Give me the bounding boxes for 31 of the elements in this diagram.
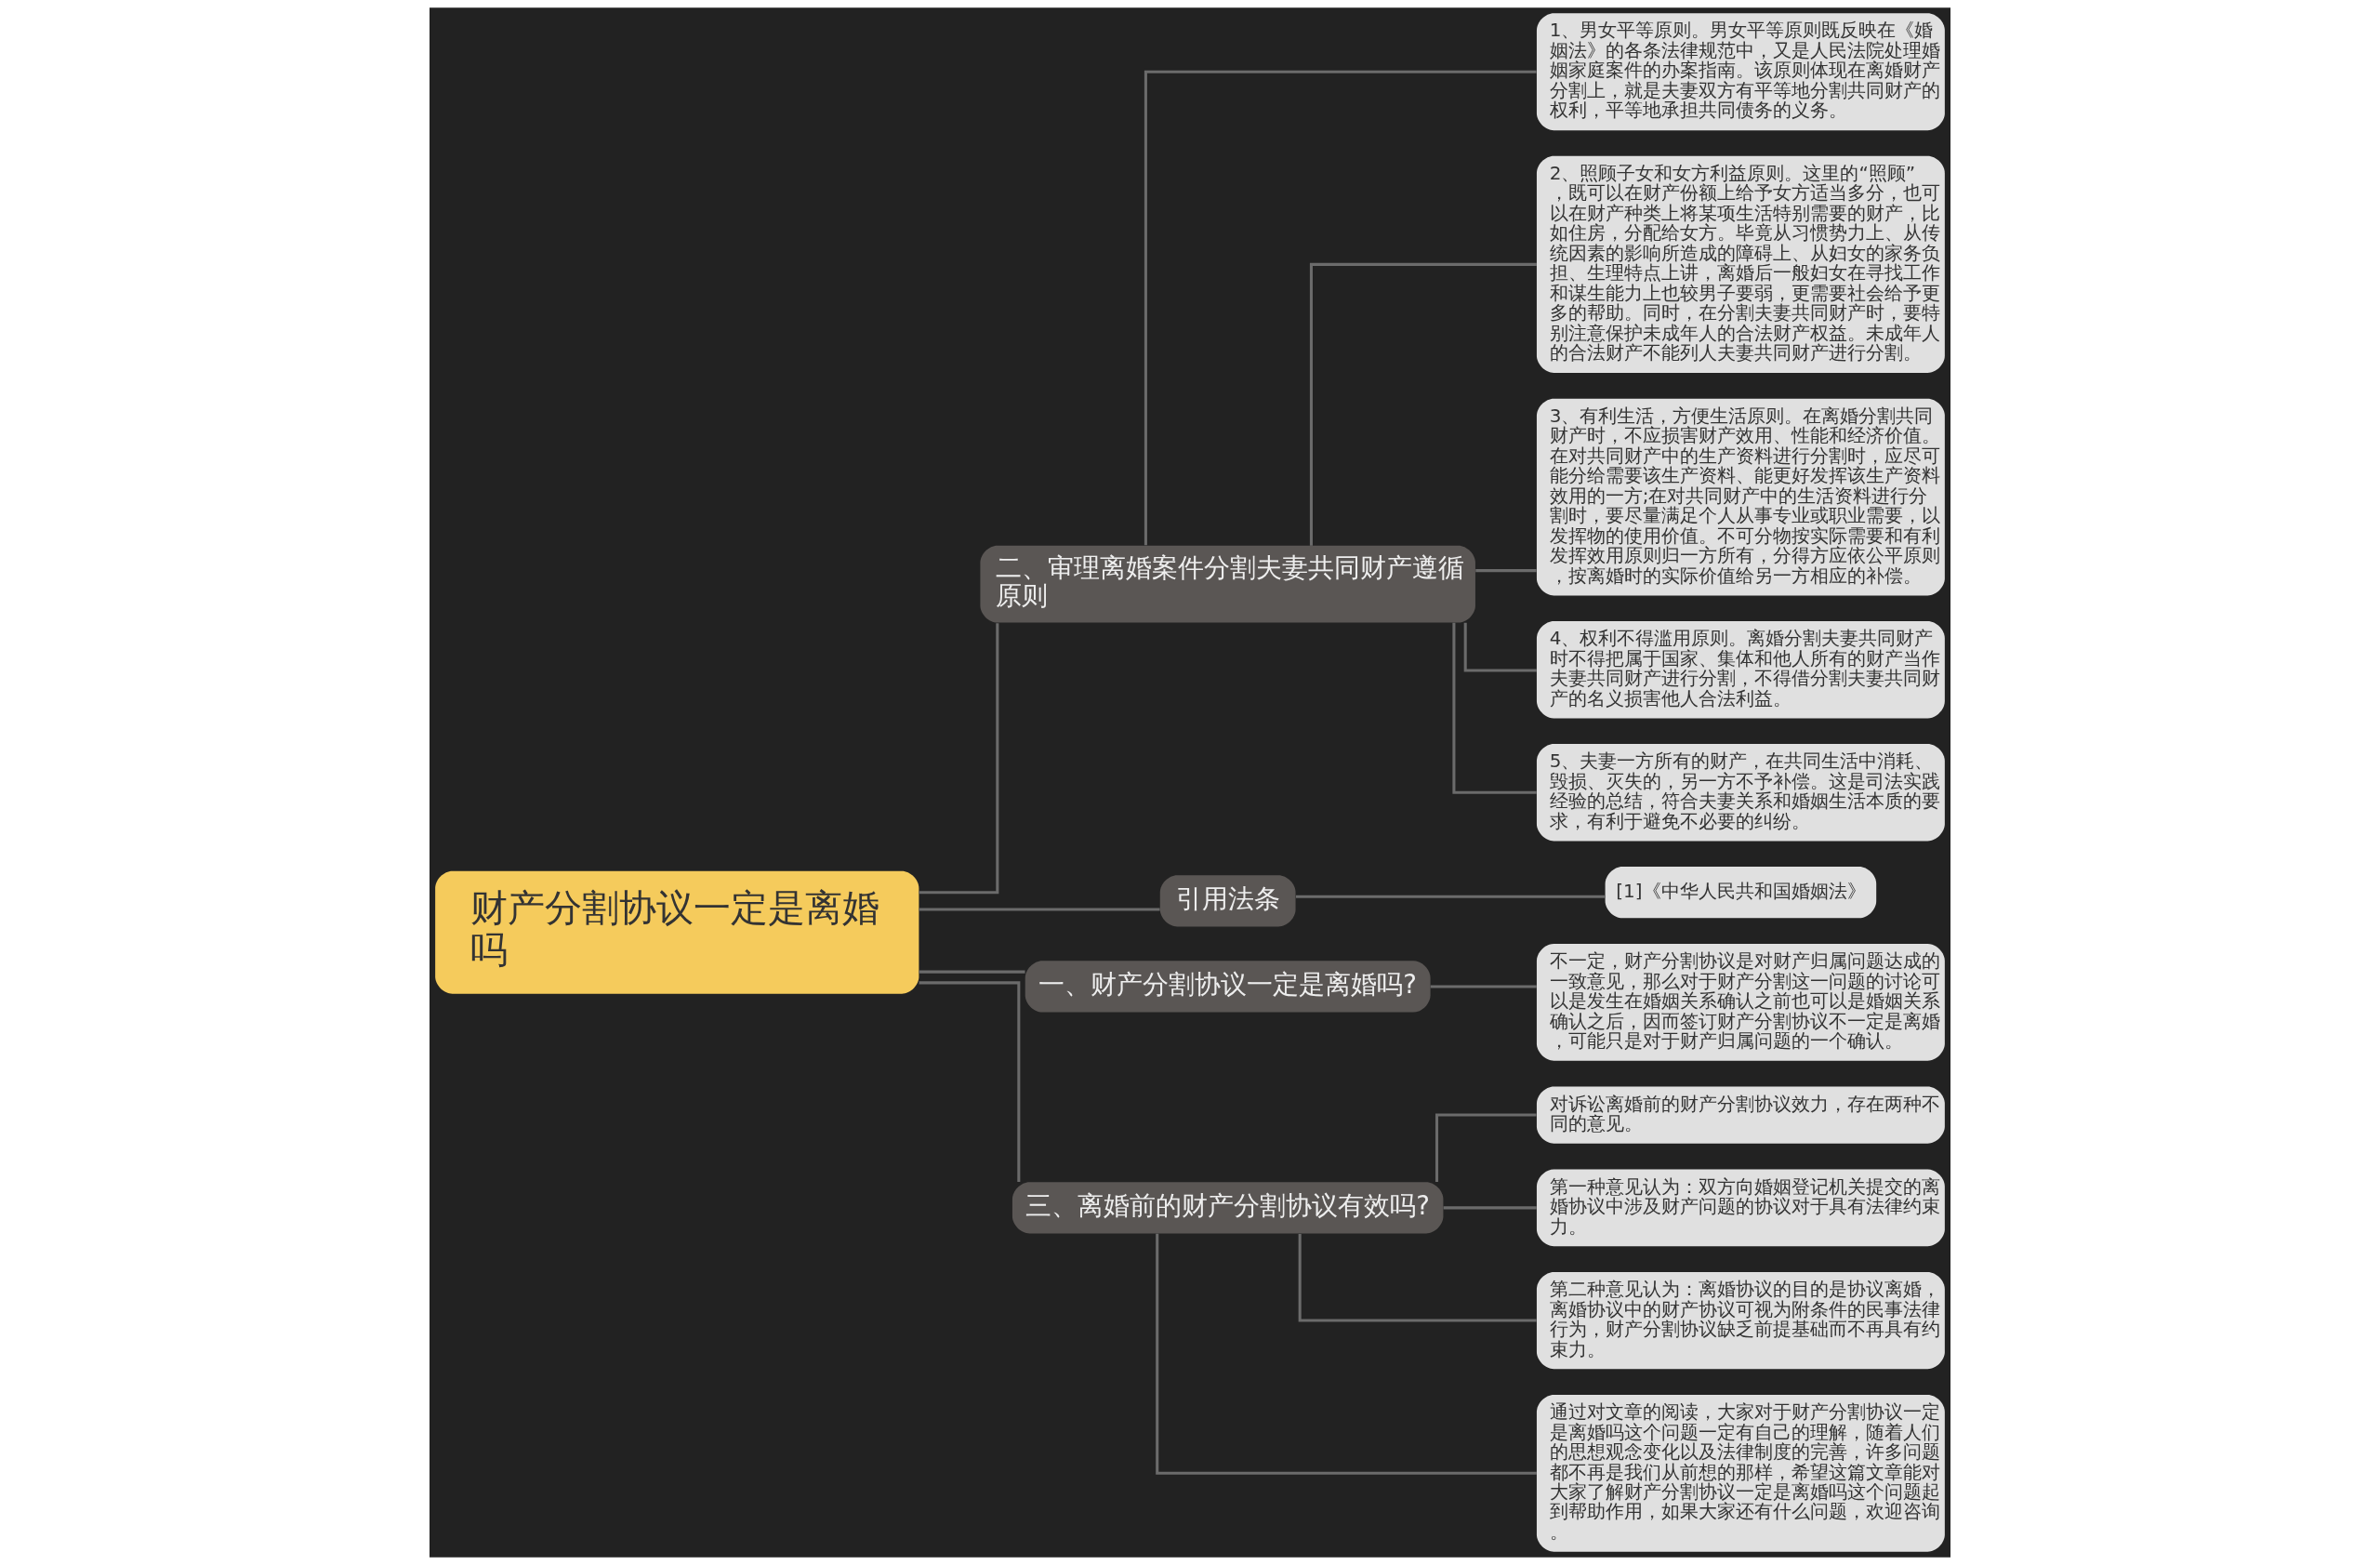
- connector: [919, 970, 1025, 974]
- connector: [1295, 895, 1606, 898]
- node-box: 对诉讼离婚前的财产分割协议效力，存在两种不同的意见。: [1536, 1086, 1945, 1144]
- node-box: 5、夫妻一方所有的财产，在共同生活中消耗、毁损、灭失的，另一方不予补偿。这是司法实践经验的总结，符合夫妻关系和婚姻生活本质的要求，有利于避免不必要的纠纷。: [1536, 744, 1945, 842]
- node-box: 第二种意见认为：离婚协议的目的是协议离婚，离婚协议中的财产协议可视为附条件的民事法律行为，财产分割协议缺乏前提基础而不再具有约束力。: [1536, 1271, 1945, 1370]
- node-box: 不一定，财产分割协议是对财产归属问题达成的一致意见，那么对于财产分割这一问题的讨论可以是发生在婚姻关系确认之前也可以是婚姻关系确认之后，因而签订财产分割协议不一定是离婚，可能只是对于财产归属问题的一个确认。: [1536, 943, 1945, 1061]
- connector: [1298, 1233, 1537, 1322]
- connector: [1144, 70, 1537, 546]
- node-box: 三、离婚前的财产分割协议有效吗?: [1012, 1182, 1444, 1234]
- connector: [919, 623, 999, 895]
- node-box: 1、男女平等原则。男女平等原则既反映在《婚姻法》的各条法律规范中，又是人民法院处理婚姻家庭案件的办案指南。该原则体现在离婚财产分割上，就是夫妻双方有平等地分割共同财产的权利，平等地承担共同债务的义务。: [1536, 13, 1945, 131]
- node-box: 通过对文章的阅读，大家对于财产分割协议一定是离婚吗这个问题一定有自己的理解，随着人们的思想观念变化以及法律制度的完善，许多问题都不再是我们从前想的那样，希望这篇文章能对大家了解财产分割协议一定是离婚吗这个问题起到帮助作用，如果大家还有什么问题，欢迎咨询。: [1536, 1394, 1945, 1552]
- connector: [1156, 1233, 1537, 1475]
- node-box: 3、有利生活，方便生活原则。在离婚分割共同财产时，不应损害财产效用、性能和经济价值。在对共同财产中的生产资料进行分割时，应尽可能分给需要该生产资料、能更好发挥该生产资料效用的一方;在对共同财产中的生活资料进行分割时，要尽量满足个人从事专业或职业需要，以发挥物的使用价值。不可分物按实际需要和有利发挥效用原则归一方所有，分得方应依公平原则，按离婚时的实际价值给另一方相应的补偿。: [1536, 398, 1945, 596]
- connector: [1475, 569, 1537, 573]
- node-box: 引用法条: [1159, 875, 1296, 927]
- connector: [1463, 622, 1537, 672]
- connector: [1443, 1206, 1537, 1210]
- node-box: 4、权利不得滥用原则。离婚分割夫妻共同财产时不得把属于国家、集体和他人所有的财产当作夫妻共同财产进行分割，不得借分割夫妻共同财产的名义损害他人合法利益。: [1536, 621, 1945, 719]
- connector: [1430, 985, 1537, 988]
- connector: [919, 908, 1160, 911]
- connector: [1309, 262, 1537, 546]
- node-box: 第一种意见认为：双方向婚姻登记机关提交的离婚协议中涉及财产问题的协议对于具有法律约束力。: [1536, 1169, 1945, 1247]
- connector: [919, 981, 1021, 1183]
- node-box: 一、财产分割协议一定是离婚吗?: [1025, 961, 1431, 1013]
- node-box: 2、照顾子女和女方利益原则。这里的“照顾”，既可以在财产份额上给予女方适当多分，也可以在财产种类上将某项生活特别需要的财产，比如住房，分配给女方。毕竟从习惯势力上、从传统因素的影响所造成的障碍上、从妇女的家务负担、生理特点上讲，离婚后一般妇女在寻找工作和谋生能力上也较男子要弱，更需要社会给予更多的帮助。同时，在分割夫妻共同财产时，要特别注意保护未成年人的合法财产权益。未成年人的合法财产不能列人夫妻共同财产进行分割。: [1536, 155, 1945, 374]
- connector: [1452, 622, 1537, 794]
- node-box: [1]《中华人民共和国婚姻法》: [1605, 867, 1877, 919]
- node-box: 二、审理离婚案件分割夫妻共同财产遵循原则: [980, 545, 1475, 623]
- connector: [1435, 1113, 1537, 1183]
- node-box: 财产分割协议一定是离婚吗: [435, 870, 919, 994]
